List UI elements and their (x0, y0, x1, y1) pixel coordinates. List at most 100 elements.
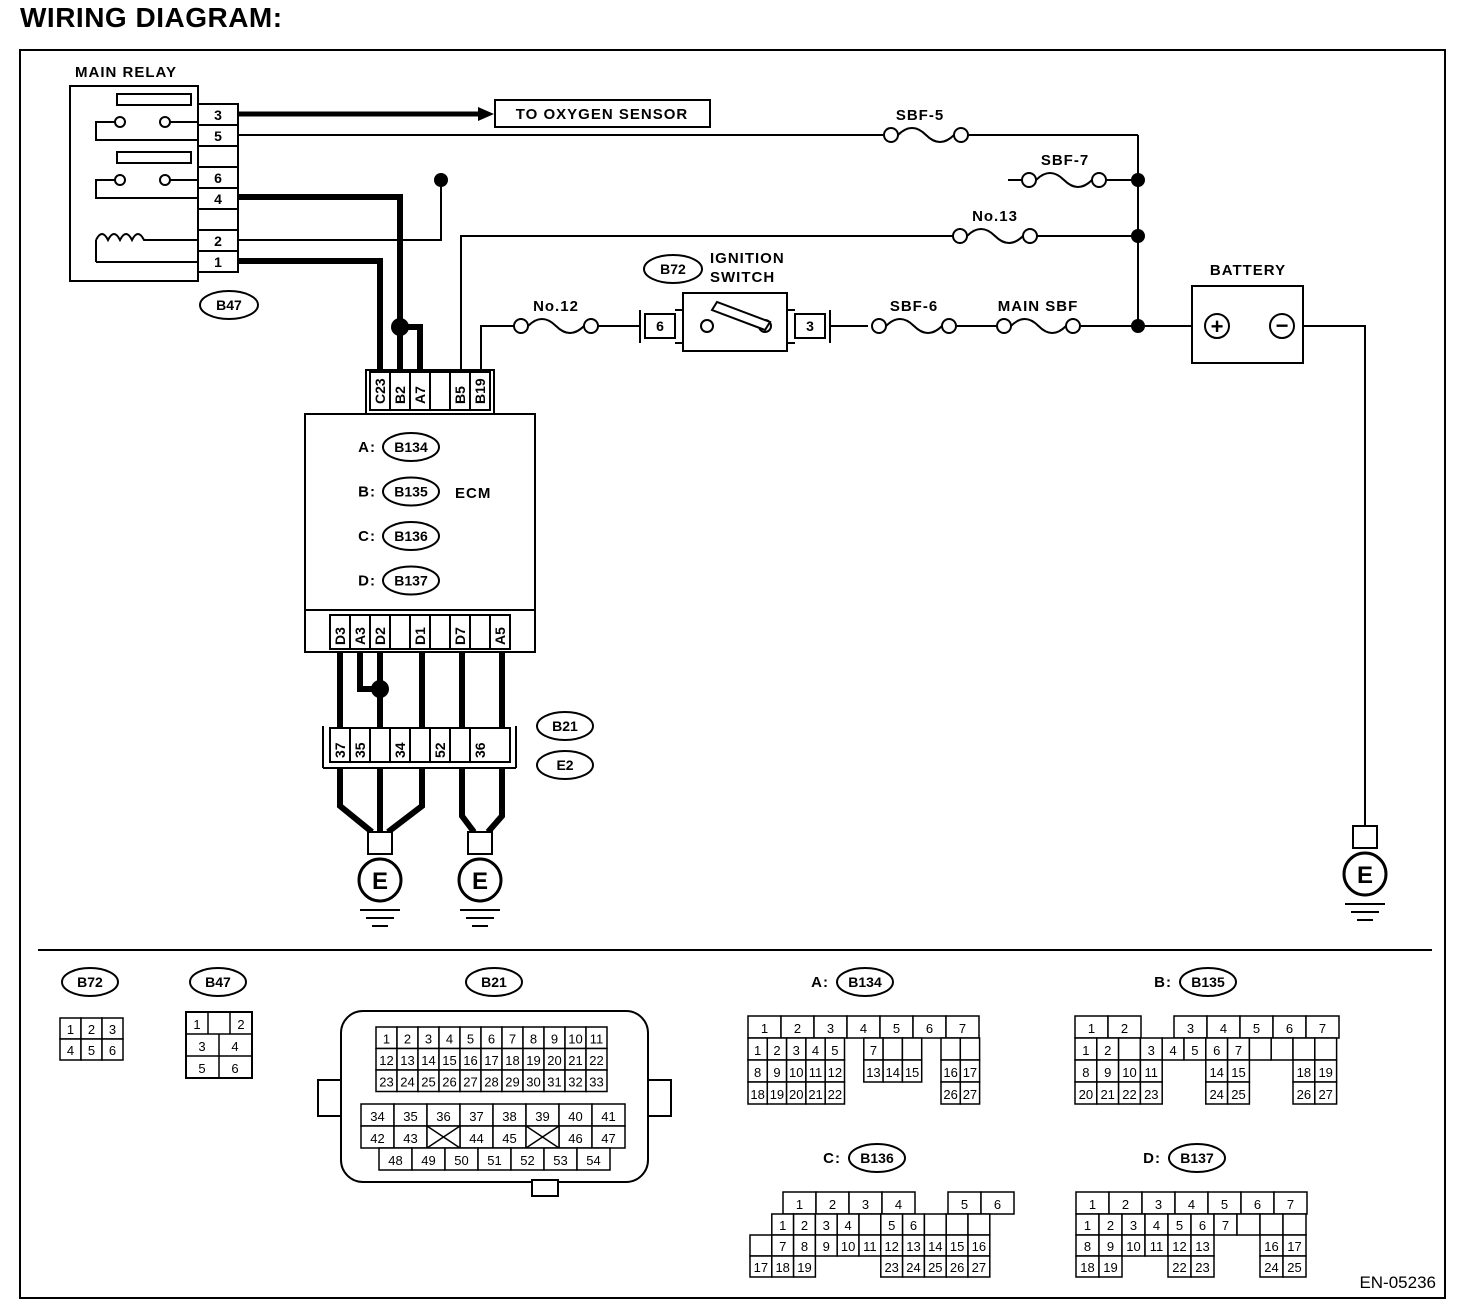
b134-lower-pin: 7 (870, 1043, 877, 1058)
fuse-sbf6-label: SBF-6 (890, 298, 938, 315)
b136-lower-cell (749, 1234, 773, 1257)
b137-lower-pin: 13 (1195, 1239, 1209, 1254)
b136-lower-pin: 4 (844, 1218, 851, 1233)
fuse-terminal (1091, 172, 1107, 188)
b136-lower-cell (923, 1213, 947, 1236)
b137-pin: 7 (1287, 1197, 1294, 1212)
b21-pin: 36 (436, 1109, 450, 1124)
b137-lower-pin: 25 (1287, 1260, 1301, 1275)
ignition-label-2: SWITCH (710, 269, 775, 286)
b21-pin: 45 (502, 1131, 516, 1146)
fuse-sbf6-icon (885, 318, 943, 334)
b134-lower-pin: 19 (770, 1087, 784, 1102)
ground-icon (1342, 851, 1388, 897)
b134-pin: 1 (761, 1021, 768, 1036)
b21-pin-52: 52 (432, 742, 448, 758)
relay-coil (95, 233, 198, 263)
b21-pin: 21 (568, 1053, 582, 1068)
tbl-b136-label: B136 (860, 1150, 894, 1166)
b135-lower-pin: 7 (1235, 1043, 1242, 1058)
fuse-no13-icon (966, 228, 1024, 244)
fuse-terminal (1022, 228, 1038, 244)
b21-pin: 6 (488, 1032, 495, 1047)
b47-pin: 2 (237, 1017, 244, 1032)
b137-pin: 4 (1188, 1197, 1195, 1212)
e2-oval (536, 750, 594, 780)
ecm-conn-B137: B137 (394, 573, 428, 589)
fuse-terminal (952, 228, 968, 244)
b21-pin: 51 (487, 1153, 501, 1168)
fuse-no13-label: No.13 (972, 208, 1018, 225)
b21-pin: 13 (400, 1053, 414, 1068)
ecm-pin-B19: B19 (472, 378, 488, 404)
b47-pin: 4 (231, 1039, 238, 1054)
b135-lower-pin: 26 (1297, 1087, 1311, 1102)
b136-lower-pin: 6 (910, 1218, 917, 1233)
ecm-label: ECM (455, 485, 491, 502)
b47-oval (199, 290, 259, 320)
b137-lower-pin: 19 (1103, 1260, 1117, 1275)
tbl-b47-label: B47 (205, 974, 231, 990)
b135-pin: 5 (1253, 1021, 1260, 1036)
battery-plus-icon (1204, 313, 1230, 339)
b136-pin: 6 (994, 1197, 1001, 1212)
b136-lower-pin: 25 (928, 1260, 942, 1275)
tbl-b137-prefix: D: (1143, 1150, 1161, 1167)
ecm-line-prefix: C: (358, 528, 376, 545)
ecm-pin-D1: D1 (412, 627, 428, 645)
ecm-bottom-pin-cell (429, 614, 451, 650)
b47-pin: 1 (193, 1017, 200, 1032)
b72-pin: 3 (109, 1022, 116, 1037)
b136-lower-pin: 23 (884, 1260, 898, 1275)
b21-blocked-x (426, 1125, 461, 1149)
b137-lower-pin: 6 (1199, 1218, 1206, 1233)
b136-lower-pin: 18 (775, 1260, 789, 1275)
b137-lower-cell (1098, 1255, 1123, 1278)
b21-pin: 28 (484, 1075, 498, 1090)
b137-lower-pin: 2 (1107, 1218, 1114, 1233)
b134-lower-pin: 16 (943, 1065, 957, 1080)
b21-pin-34: 34 (392, 742, 408, 758)
b136-lower-pin: 16 (972, 1239, 986, 1254)
b135-lower-cell (1314, 1037, 1338, 1061)
b21-pin: 5 (467, 1032, 474, 1047)
b135-lower-pin: 20 (1079, 1087, 1093, 1102)
b134-lower-pin: 9 (773, 1065, 780, 1080)
b134-lower-pin: 22 (828, 1087, 842, 1102)
b136-pin: 5 (961, 1197, 968, 1212)
b137-lower-pin: 17 (1287, 1239, 1301, 1254)
to-oxygen-label: TO OXYGEN SENSOR (516, 106, 688, 123)
b72-pin: 5 (88, 1043, 95, 1058)
b137-lower-pin: 5 (1176, 1218, 1183, 1233)
b137-lower-pin: 3 (1130, 1218, 1137, 1233)
b135-pin: 3 (1187, 1021, 1194, 1036)
b21-cell (585, 1069, 608, 1093)
b21-pin: 2 (404, 1032, 411, 1047)
b21-pin: 31 (547, 1075, 561, 1090)
b136-lower-pin: 26 (950, 1260, 964, 1275)
ground-label: E (1357, 862, 1373, 889)
b137-lower-pin: 9 (1107, 1239, 1114, 1254)
b134-lower-pin: 13 (866, 1065, 880, 1080)
ecm-conn-oval (382, 476, 440, 507)
b136-lower-pin: 1 (779, 1218, 786, 1233)
b137-lower-pin: 7 (1222, 1218, 1229, 1233)
b135-lower-cell (1248, 1037, 1272, 1061)
b21-pin: 46 (568, 1131, 582, 1146)
b134-lower-cell (940, 1037, 962, 1061)
b136-lower-pin: 27 (972, 1260, 986, 1275)
b137-pin: 5 (1221, 1197, 1228, 1212)
b21-tab (647, 1079, 672, 1117)
fuse-sbf7-label: SBF-7 (1041, 152, 1089, 169)
b135-lower-pin: 8 (1082, 1065, 1089, 1080)
b72-pin: 1 (67, 1022, 74, 1037)
battery: BATTERY + − (1191, 262, 1304, 364)
b21-pin: 40 (568, 1109, 582, 1124)
b72-cell (101, 1038, 124, 1061)
b21-pin: 22 (589, 1053, 603, 1068)
tbl-b134-label: B134 (848, 974, 882, 990)
fuse-main_sbf-icon (1010, 318, 1067, 334)
tbl-b137-label: B137 (1180, 1150, 1214, 1166)
